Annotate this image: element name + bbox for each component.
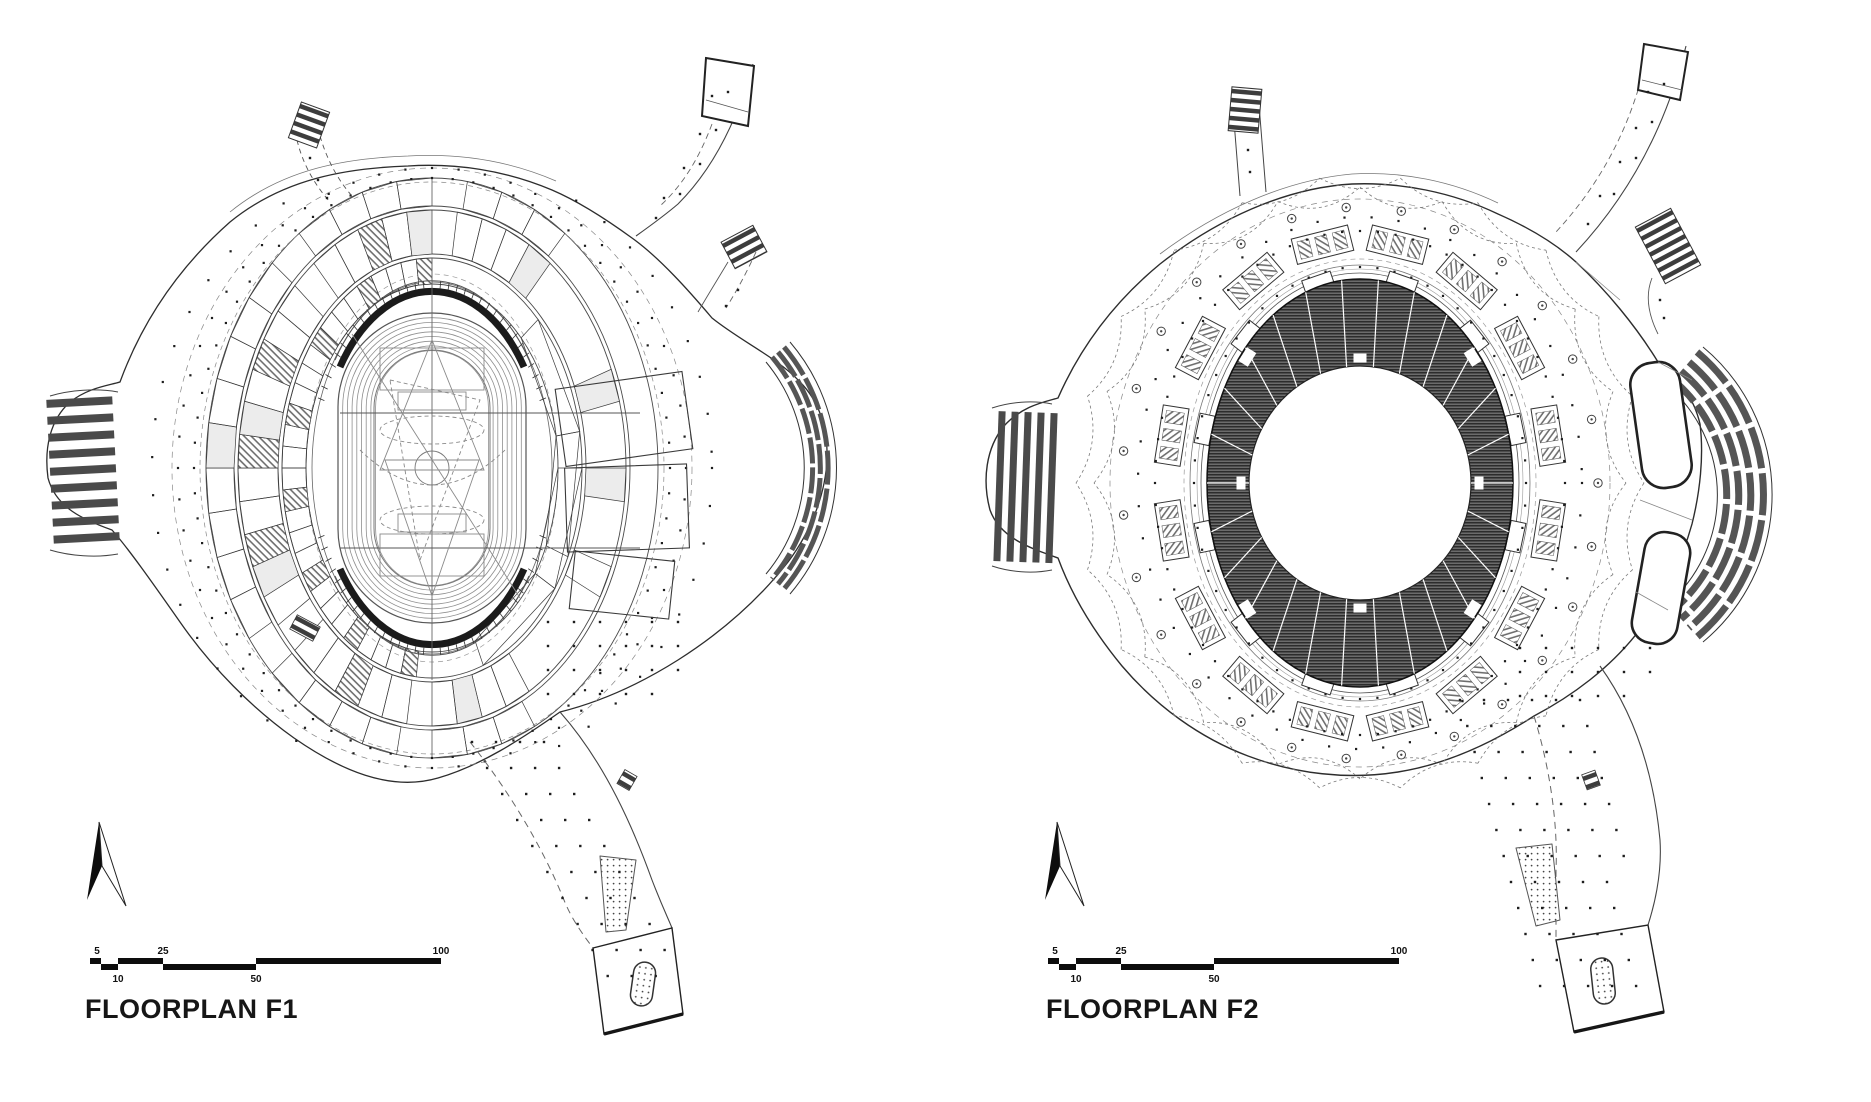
f2-scale-50: 50 xyxy=(1208,974,1220,985)
f1-east-halls xyxy=(554,370,694,620)
f2-outer-boundary-offset xyxy=(1159,173,1499,255)
f1-dotted-ramp xyxy=(599,855,637,933)
f2-seating-bowl xyxy=(1206,278,1514,688)
plan-f2: 5 25 100 10 50 FLOORPLAN F2 xyxy=(985,42,1773,1034)
f1-west-ramp-stripes xyxy=(46,389,120,557)
f2-west-ramp-stripes xyxy=(991,401,1058,573)
f2-scale-25: 25 xyxy=(1115,946,1127,957)
f2-scale-100: 100 xyxy=(1391,946,1408,957)
f1-east-ramp-band xyxy=(765,341,837,595)
f2-north-arrow-icon xyxy=(1045,821,1085,907)
f2-dotted-ramp xyxy=(1515,843,1561,927)
f2-scale-10: 10 xyxy=(1070,974,1082,985)
f1-arm-east xyxy=(697,224,768,313)
f2-tip-pool xyxy=(1589,957,1617,1005)
f2-room-cores xyxy=(1118,202,1603,764)
plan-f1: 5 25 100 10 50 FLOORPLAN F1 xyxy=(46,56,837,1036)
f1-seating-ticks xyxy=(317,281,547,655)
f1-scale-25: 25 xyxy=(157,946,169,957)
f1-infield-markings xyxy=(340,258,640,680)
f1-plaza-dots xyxy=(308,90,740,978)
f1-arm-south-stair xyxy=(616,769,638,791)
f1-scale-50: 50 xyxy=(250,974,262,985)
f2-east-ramp-band xyxy=(1667,346,1773,643)
f2-arm-east-stair-stripes xyxy=(1634,207,1702,285)
f1-arm-northwest-stair-stripes xyxy=(287,101,331,149)
f1-arm-northwest xyxy=(287,101,353,203)
f1-scale-100: 100 xyxy=(433,946,450,957)
f1-scale-10: 10 xyxy=(112,974,124,985)
f2-scale-5: 5 xyxy=(1052,946,1058,957)
f1-arm-east-stair-stripes xyxy=(720,224,768,270)
f2-title: FLOORPLAN F2 xyxy=(1046,994,1259,1024)
f2-plaza-dots xyxy=(1246,82,1666,988)
f1-southwest-stair-stripes xyxy=(289,614,321,642)
f1-arm-south xyxy=(469,711,684,1036)
f1-title: FLOORPLAN F1 xyxy=(85,994,298,1024)
f2-arm-east xyxy=(1634,207,1702,335)
f2-arm-north xyxy=(1227,86,1267,197)
f1-column-grid-dots xyxy=(151,166,714,770)
f1-rooms-ring xyxy=(205,177,627,759)
f1-arm-northeast xyxy=(635,56,756,237)
f2-column-grid-dots xyxy=(1137,216,1584,751)
f2-arena-floor xyxy=(1248,365,1472,601)
f2-scale-bar: 5 25 100 10 50 xyxy=(1048,946,1408,985)
f1-outer-boundary-offset xyxy=(229,155,557,213)
f2-arm-northeast xyxy=(1555,42,1690,253)
f1-tip-pool xyxy=(629,961,657,1007)
f2-arm-north-stair-stripes xyxy=(1227,86,1263,134)
f2-arm-south-stair xyxy=(1581,769,1601,791)
f2-ramp-void-south xyxy=(1630,530,1692,646)
f1-scale-5: 5 xyxy=(94,946,100,957)
f2-ramp-void-north xyxy=(1629,360,1693,490)
f2-ring-linework xyxy=(1075,177,1645,789)
f2-facet-lines xyxy=(1575,261,1693,611)
f2-arm-south xyxy=(1515,665,1665,1034)
f1-scale-bar: 5 25 100 10 50 xyxy=(90,946,450,985)
f1-north-arrow-icon xyxy=(87,821,127,907)
